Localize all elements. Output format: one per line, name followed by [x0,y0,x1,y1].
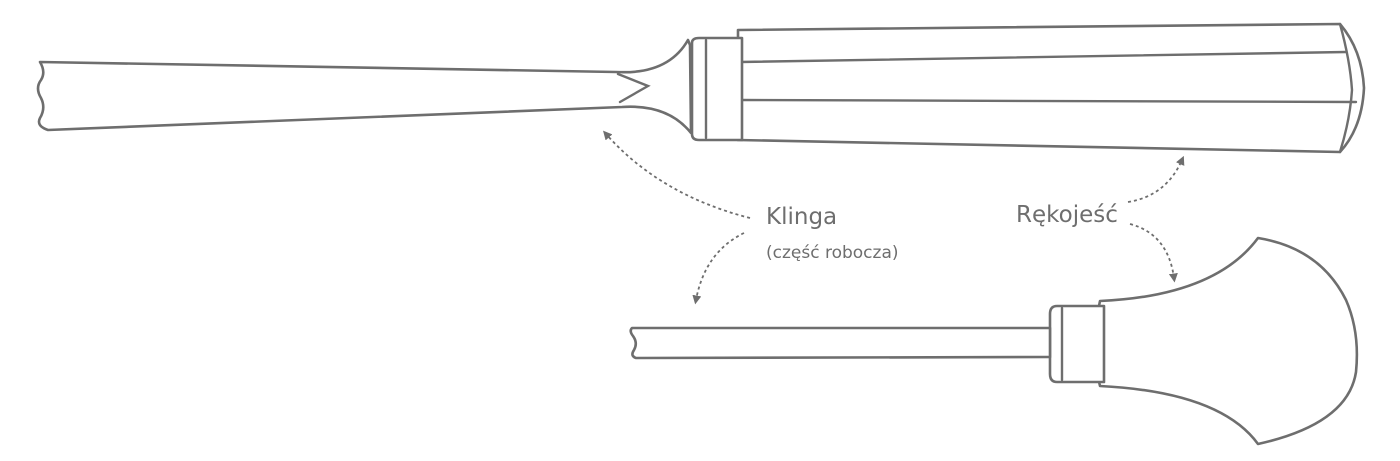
straight-gouge [36,22,1366,154]
straight-gouge-blade-body [36,38,693,135]
straight-gouge-handle-facet-2 [738,98,1358,104]
straight-gouge-ferrule [690,36,744,142]
straight-gouge-ferrule-outer [690,36,744,142]
straight-gouge-handle-body [736,22,1366,154]
palm-gouge-ferrule [1048,304,1106,384]
straight-gouge-handle [736,22,1366,154]
label-blade: Klinga [766,204,837,230]
label-blade-sub: (część robocza) [766,243,899,263]
arrow-handle-top [1127,155,1185,203]
palm-gouge-ferrule-outer [1048,304,1106,384]
palm-gouge-handle [1093,236,1359,446]
straight-gouge-blade [36,38,693,135]
label-handle: Rękojeść [1016,202,1118,228]
arrow-handle-bottom [1129,223,1178,283]
arrow-blade-top [603,130,751,219]
straight-gouge-handle-cap-line [1338,22,1354,154]
straight-gouge-blade-tip-v [616,72,651,104]
arrow-blade-bottom [692,232,745,305]
palm-gouge-blade [629,326,1052,360]
straight-gouge-handle-facet-1 [738,50,1348,64]
palm-gouge [629,236,1359,446]
